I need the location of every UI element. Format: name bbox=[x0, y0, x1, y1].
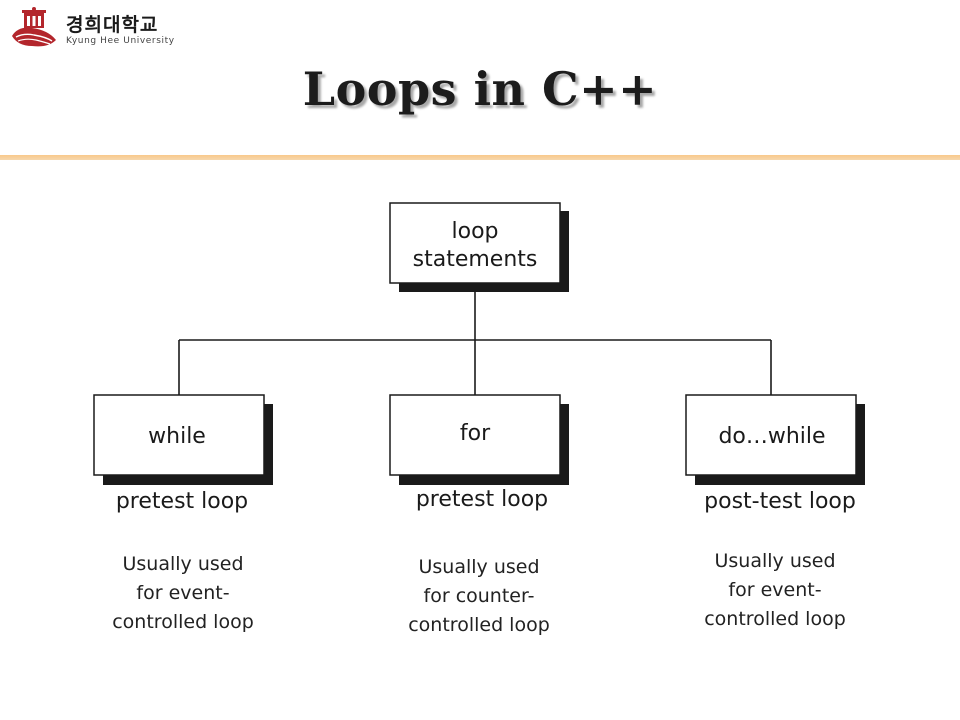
loop-type-do-while: post-test loop bbox=[704, 489, 856, 514]
note-line: Usually used bbox=[122, 553, 244, 575]
node-for: for bbox=[389, 394, 569, 485]
note-line: for event- bbox=[136, 582, 230, 604]
connector-lines bbox=[178, 282, 772, 395]
note-line: Usually used bbox=[714, 550, 836, 572]
node-while: while bbox=[93, 394, 273, 485]
note-line: controlled loop bbox=[408, 614, 550, 636]
note-line: Usually used bbox=[418, 556, 540, 578]
node-do-while: do…while bbox=[685, 394, 865, 485]
note-line: for event- bbox=[728, 579, 822, 601]
note-line: controlled loop bbox=[704, 608, 846, 630]
university-logo: 경희대학교 Kyung Hee University bbox=[8, 6, 208, 50]
node-loop-statements: loop statements bbox=[389, 202, 569, 292]
logo-english-text: Kyung Hee University bbox=[66, 36, 175, 46]
node-box bbox=[93, 394, 265, 476]
node-box bbox=[389, 202, 561, 284]
title-divider bbox=[0, 155, 960, 160]
logo-korean-text: 경희대학교 bbox=[66, 14, 159, 36]
loop-type-for: pretest loop bbox=[416, 487, 548, 512]
node-box bbox=[685, 394, 857, 476]
note-line: controlled loop bbox=[112, 611, 254, 633]
node-label: for bbox=[460, 421, 491, 446]
node-label: while bbox=[148, 424, 206, 449]
node-label-line1: loop bbox=[452, 219, 499, 244]
loop-type-while: pretest loop bbox=[116, 489, 248, 514]
note-while: Usually used for event- controlled loop bbox=[83, 550, 283, 637]
node-label: do…while bbox=[718, 424, 825, 449]
node-label-line2: statements bbox=[413, 247, 538, 272]
note-do-while: Usually used for event- controlled loop bbox=[675, 547, 875, 634]
university-seal-icon bbox=[12, 7, 56, 47]
note-for: Usually used for counter- controlled loo… bbox=[379, 553, 579, 640]
node-box bbox=[389, 394, 561, 476]
slide-title: Loops in C++ bbox=[302, 62, 658, 116]
note-line: for counter- bbox=[423, 585, 535, 607]
